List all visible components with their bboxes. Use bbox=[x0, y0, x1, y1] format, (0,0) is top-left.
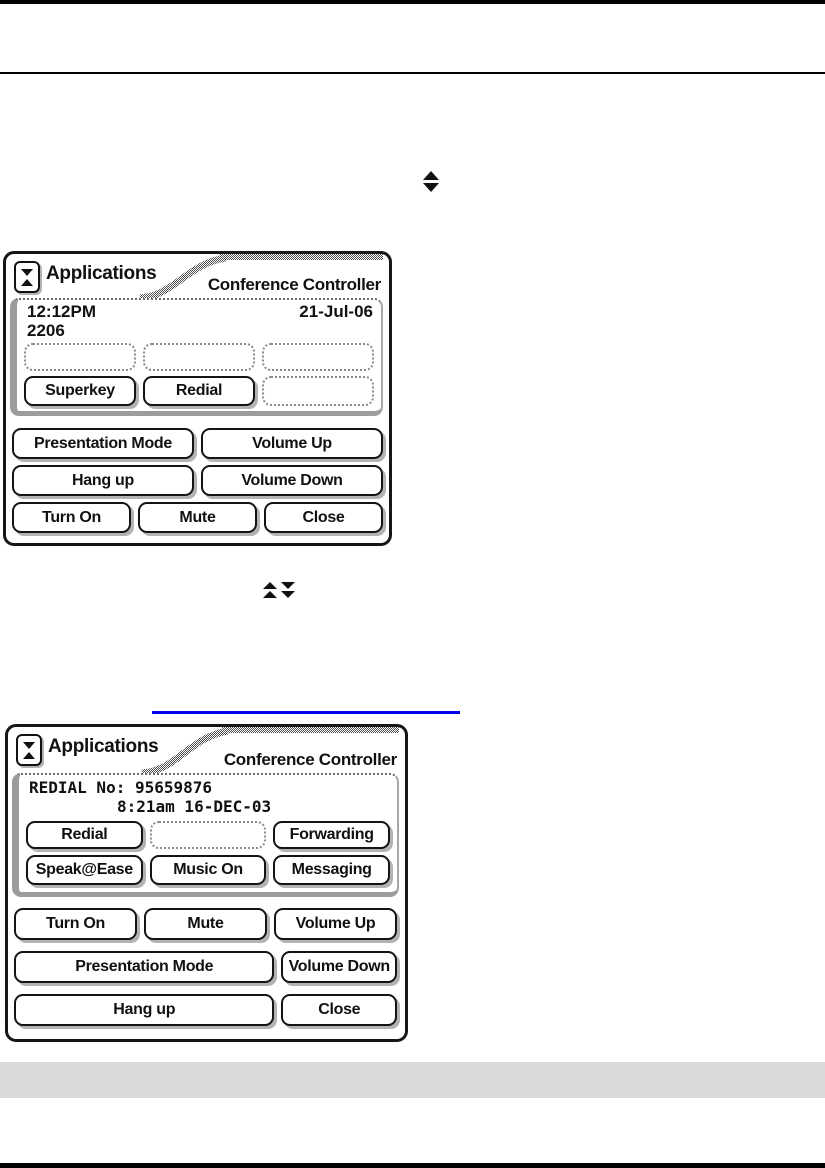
conference-controller-screen-1: Applications Conference Controller 12:12… bbox=[3, 251, 392, 546]
phone2-button-row-2: Presentation Mode Volume Down bbox=[14, 951, 397, 983]
triangle-up bbox=[423, 171, 439, 180]
phone1-button-row-1: Presentation Mode Volume Up bbox=[12, 428, 383, 459]
double-down-arrows bbox=[281, 582, 295, 598]
header-rule bbox=[0, 72, 825, 74]
mute-button[interactable]: Mute bbox=[138, 502, 257, 533]
forwarding-button[interactable]: Forwarding bbox=[273, 821, 391, 849]
header-swoosh bbox=[141, 727, 399, 773]
triangle-down bbox=[21, 268, 33, 276]
phone1-display: 12:12PM 21-Jul-06 2206 Superkey Redial bbox=[10, 298, 383, 416]
phone2-button-row-3: Hang up Close bbox=[14, 994, 397, 1026]
turn-on-button[interactable]: Turn On bbox=[14, 908, 137, 940]
empty-softkey-slot bbox=[149, 821, 267, 849]
conference-controller-screen-2: Applications Conference Controller REDIA… bbox=[5, 724, 408, 1042]
redial-button[interactable]: Redial bbox=[26, 821, 143, 849]
redial-number-text: REDIAL No: 95659876 bbox=[29, 778, 213, 797]
phone1-header: Applications Conference Controller bbox=[6, 254, 389, 298]
applications-menu-label[interactable]: Applications bbox=[48, 736, 159, 757]
messaging-button[interactable]: Messaging bbox=[273, 855, 391, 885]
phone1-button-row-2: Hang up Volume Down bbox=[12, 465, 383, 496]
presentation-mode-button[interactable]: Presentation Mode bbox=[12, 428, 194, 459]
extension-text: 2206 bbox=[27, 321, 65, 340]
up-down-arrows-icon bbox=[423, 171, 439, 192]
phone1-status-area: 12:12PM 21-Jul-06 2206 bbox=[17, 300, 381, 340]
softkey-slot-row bbox=[24, 343, 374, 371]
header-swoosh bbox=[139, 254, 383, 298]
hang-up-button[interactable]: Hang up bbox=[12, 465, 194, 496]
page-footer-bar bbox=[0, 1163, 825, 1168]
music-on-button[interactable]: Music On bbox=[149, 855, 267, 885]
triangle-up bbox=[21, 278, 33, 286]
softkey-row: Superkey Redial bbox=[24, 376, 374, 406]
volume-up-button[interactable]: Volume Up bbox=[201, 428, 383, 459]
close-button[interactable]: Close bbox=[281, 994, 397, 1026]
triangle-down bbox=[423, 183, 439, 192]
phone2-display: REDIAL No: 95659876 8:21am 16-DEC-03 Red… bbox=[12, 773, 399, 897]
hyperlink-underline[interactable] bbox=[152, 711, 460, 714]
screen-title: Conference Controller bbox=[223, 750, 397, 769]
empty-softkey-slot bbox=[24, 343, 136, 371]
double-up-arrows bbox=[263, 582, 277, 598]
redial-timestamp-text: 8:21am 16-DEC-03 bbox=[117, 797, 272, 816]
presentation-mode-button[interactable]: Presentation Mode bbox=[14, 951, 275, 983]
phone2-button-row-1: Turn On Mute Volume Up bbox=[14, 908, 397, 940]
empty-softkey-slot bbox=[262, 376, 374, 406]
applications-menu-label[interactable]: Applications bbox=[46, 263, 157, 284]
volume-down-button[interactable]: Volume Down bbox=[281, 951, 397, 983]
empty-softkey-slot bbox=[143, 343, 255, 371]
volume-up-button[interactable]: Volume Up bbox=[274, 908, 397, 940]
softkey-row-2: Speak@Ease Music On Messaging bbox=[26, 855, 391, 885]
close-button[interactable]: Close bbox=[264, 502, 383, 533]
footer-gray-band bbox=[0, 1062, 825, 1098]
phone1-button-row-3: Turn On Mute Close bbox=[12, 502, 383, 533]
triangle-down bbox=[281, 582, 295, 589]
speak-at-ease-button[interactable]: Speak@Ease bbox=[26, 855, 143, 885]
page-header-bar bbox=[0, 0, 825, 4]
date-text: 21-Jul-06 bbox=[299, 302, 373, 321]
scroll-menu-icon[interactable] bbox=[14, 261, 40, 293]
mute-button[interactable]: Mute bbox=[144, 908, 267, 940]
softkey-row-1: Redial Forwarding bbox=[26, 821, 391, 849]
scroll-menu-icon[interactable] bbox=[16, 734, 42, 766]
triangle-up bbox=[263, 582, 277, 589]
empty-softkey-slot bbox=[262, 343, 374, 371]
time-text: 12:12PM bbox=[27, 302, 96, 321]
volume-down-button[interactable]: Volume Down bbox=[201, 465, 383, 496]
superkey-button[interactable]: Superkey bbox=[24, 376, 136, 406]
turn-on-button[interactable]: Turn On bbox=[12, 502, 131, 533]
redial-button[interactable]: Redial bbox=[143, 376, 255, 406]
triangle-up bbox=[23, 751, 35, 759]
phone2-header: Applications Conference Controller bbox=[8, 727, 405, 773]
hang-up-button[interactable]: Hang up bbox=[14, 994, 275, 1026]
screen-title: Conference Controller bbox=[207, 275, 381, 294]
double-up-down-arrows-icon bbox=[263, 582, 295, 598]
triangle-down bbox=[281, 591, 295, 598]
triangle-down bbox=[23, 741, 35, 749]
triangle-up bbox=[263, 591, 277, 598]
